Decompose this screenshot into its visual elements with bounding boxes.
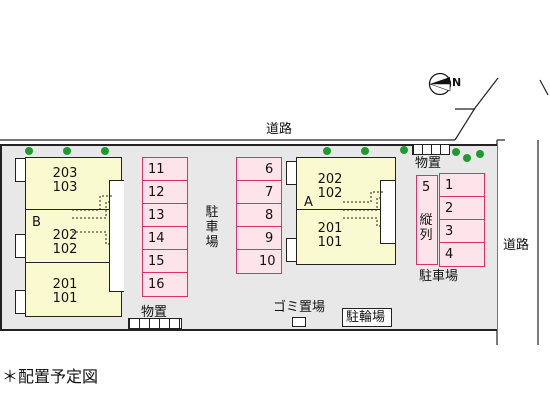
tree-icon — [463, 154, 471, 162]
storage-label-top: 物置 — [415, 156, 442, 171]
tree-icon — [323, 147, 331, 155]
tree-icon — [452, 148, 460, 156]
parking-label-mid: 駐車場 — [205, 205, 219, 250]
parking-column-1-4: 1 2 3 4 — [439, 173, 485, 267]
parking-slot: 9 — [237, 227, 281, 250]
building-a — [296, 157, 396, 265]
parking-slot: 12 — [143, 181, 187, 204]
building-b-window — [15, 234, 26, 258]
building-b-window — [15, 290, 26, 314]
tree-icon — [476, 150, 484, 158]
parking-slot: 1 — [440, 174, 484, 197]
tandem-note: 縦列 — [419, 213, 433, 243]
building-b-name: B — [32, 215, 41, 230]
tree-icon — [361, 147, 369, 155]
garbage-box — [292, 317, 306, 327]
parking-label-right: 駐車場 — [419, 269, 459, 284]
building-b-divider — [25, 262, 109, 263]
parking-slot: 10 — [259, 254, 276, 269]
parking-slot: 15 — [143, 250, 187, 273]
garbage-label: ゴミ置場 — [273, 300, 326, 315]
parking-slot: 4 — [445, 247, 454, 262]
compass-north-label: N — [452, 76, 462, 89]
plan-caption: ＊配置予定図 — [2, 367, 99, 386]
building-a-stairs — [343, 191, 383, 227]
building-b-divider — [25, 209, 109, 210]
parking-slot: 6 — [237, 158, 281, 181]
building-a-window — [286, 238, 297, 262]
parking-slot: 16 — [148, 277, 165, 292]
parking-column-6-10: 6 7 8 9 10 — [236, 157, 282, 274]
tree-icon — [101, 147, 109, 155]
compass-icon: N — [428, 72, 462, 96]
building-a-name: A — [304, 195, 313, 210]
parking-slot: 8 — [237, 204, 281, 227]
road-label-top: 道路 — [266, 122, 293, 137]
building-b-stairs — [72, 195, 112, 245]
parking-slot: 13 — [143, 204, 187, 227]
building-a-notch — [380, 180, 395, 244]
building-a-divider — [296, 209, 380, 210]
tree-icon — [400, 146, 408, 154]
building-b-window — [15, 158, 26, 182]
parking-slot: 11 — [143, 158, 187, 181]
building-a-window — [286, 161, 297, 185]
storage-label-bottom: 物置 — [141, 305, 168, 320]
tree-icon — [25, 147, 33, 155]
building-b-notch — [109, 180, 124, 292]
storage-shed-top — [412, 144, 450, 155]
parking-slot-tandem: 5 — [416, 175, 438, 265]
parking-slot: 14 — [143, 227, 187, 250]
road-label-right: 道路 — [503, 238, 530, 253]
storage-shed-bottom — [128, 318, 182, 329]
parking-column-11-16: 11 12 13 14 15 16 — [142, 157, 188, 297]
tree-icon — [63, 147, 71, 155]
bike-parking-box: 駐輪場 — [342, 308, 392, 327]
parking-slot: 3 — [440, 220, 484, 243]
parking-slot: 7 — [237, 181, 281, 204]
parking-slot: 2 — [440, 197, 484, 220]
